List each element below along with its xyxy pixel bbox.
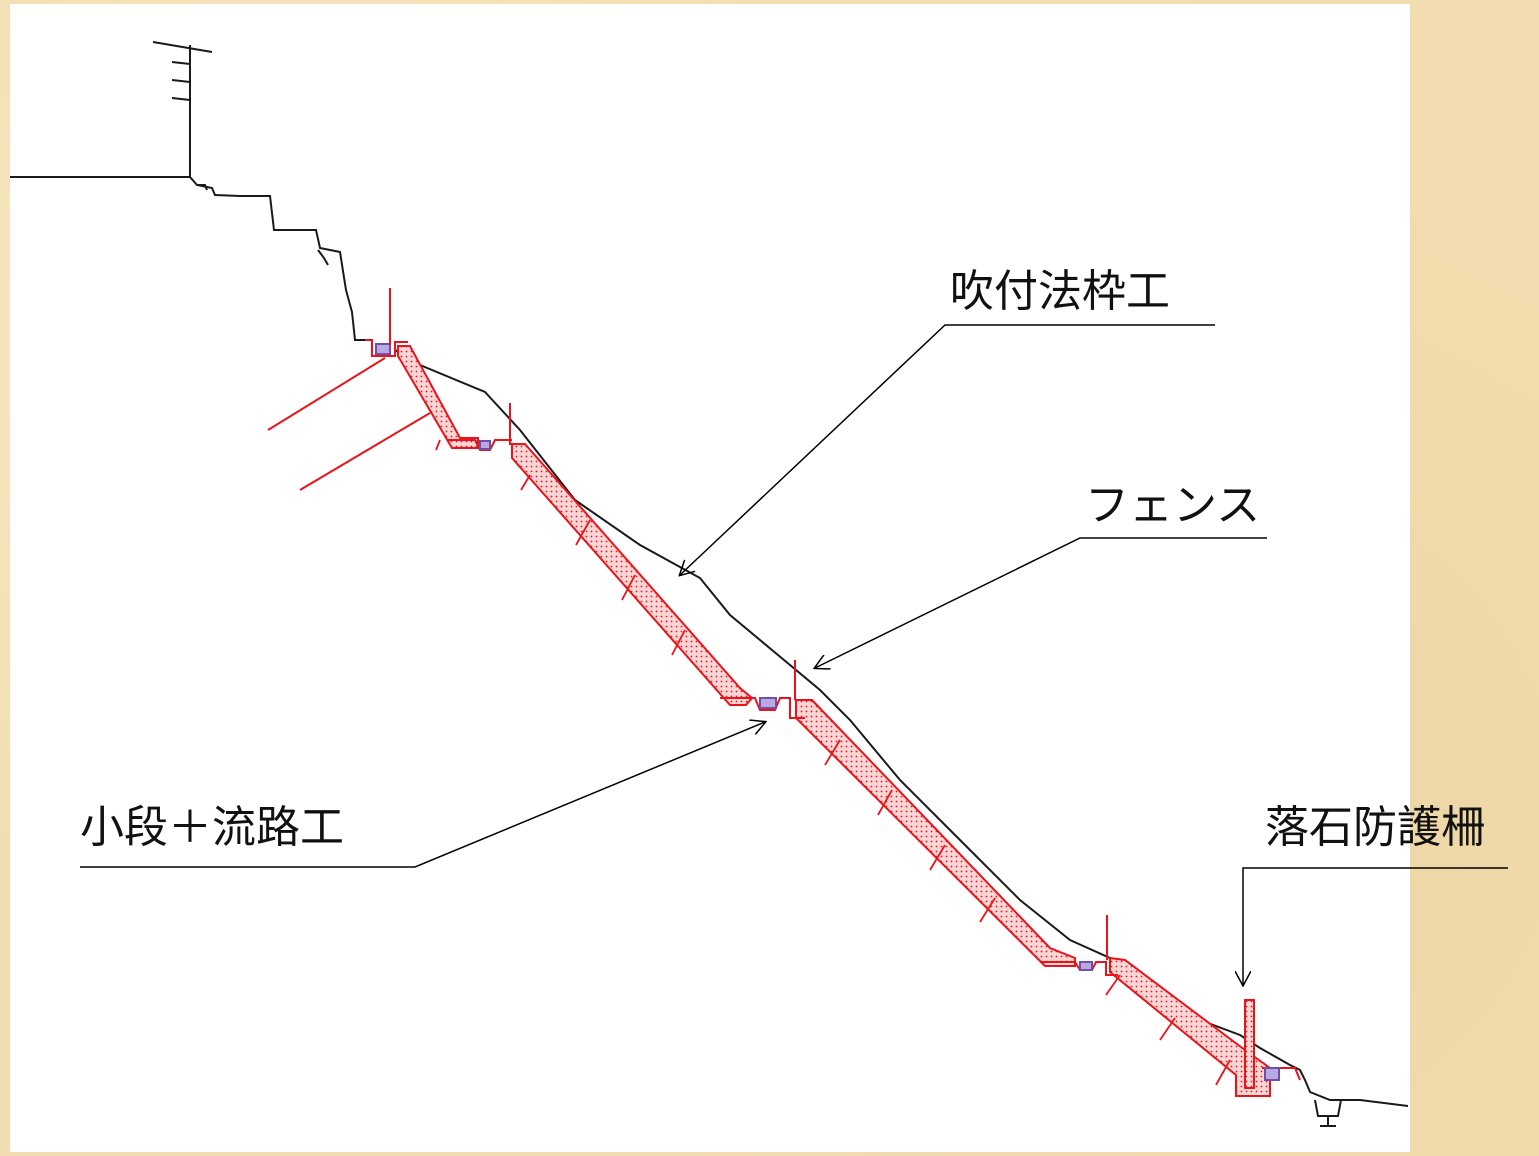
leader-fence [815, 537, 1267, 668]
label-spray-frame: 吹付法枠工 [950, 266, 1170, 317]
leader-lines [80, 324, 1508, 985]
spray-frame-band [397, 345, 1271, 1097]
rockfall-fence [1244, 999, 1255, 1089]
ground-profile [10, 176, 1409, 1107]
top-structure [152, 41, 213, 177]
fence-posts [389, 288, 1108, 960]
anchor-bars [267, 357, 431, 491]
berm-drains [365, 339, 1301, 1081]
leader-rockfall [1243, 867, 1508, 985]
label-rockfall-fence: 落石防護柵 [1265, 802, 1485, 853]
leader-berm [80, 722, 765, 868]
label-fence: フェンス [1085, 480, 1261, 531]
leader-frame [680, 324, 1215, 575]
toe-drain [1314, 1099, 1342, 1127]
label-berm-channel: 小段＋流路工 [80, 802, 344, 853]
anchor-ticks [435, 439, 1231, 1086]
